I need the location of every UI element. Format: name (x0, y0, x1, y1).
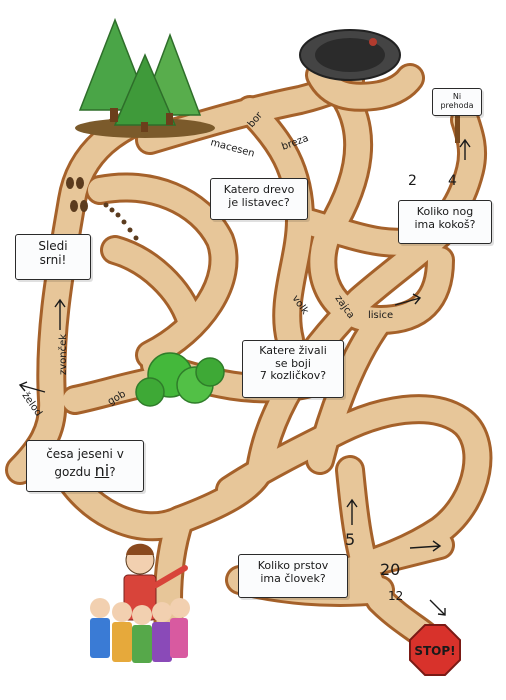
maze-paths (5, 60, 493, 655)
sign-hen-legs: Koliko nog ima kokoš? (398, 200, 492, 244)
sign-autumn-line1: česa jeseni v (46, 447, 124, 461)
label-lisice: lisice (368, 310, 393, 321)
forest-trees-icon (75, 17, 215, 138)
label-num-12: 12 (388, 589, 403, 603)
sign-tree-question: Katero drevo je listavec? (210, 178, 308, 220)
sign-autumn-question: česa jeseni v gozdu ni? (26, 440, 144, 492)
cave-icon (299, 29, 401, 81)
sign-fingers-line1: Koliko prstov (257, 559, 329, 572)
label-zvoncek: zvonček (57, 334, 69, 375)
sign-tree-line2: je listavec? (228, 195, 290, 209)
sign-hen-line2: ima kokoš? (414, 217, 476, 231)
sign-goat-line1: Katere živali (259, 344, 327, 357)
no-crossing-post (455, 115, 460, 143)
sign-goat-question: Katere živali se boji 7 kozličkov? (242, 340, 344, 398)
sign-goat-line3: 7 kozličkov? (259, 369, 327, 383)
sign-no-crossing-line1: Ni (452, 92, 462, 101)
sign-autumn-ni: ni (94, 460, 110, 480)
stop-sign-icon: STOP! (409, 624, 461, 676)
bush-icon (135, 352, 225, 407)
sign-autumn-line2-a: gozdu (54, 464, 95, 479)
sign-autumn-line2-c: ? (109, 464, 116, 479)
stop-label: STOP! (414, 644, 455, 658)
sign-fingers-line2: ima človek? (260, 571, 326, 585)
label-num-2: 2 (408, 173, 417, 189)
sign-hen-line1: Koliko nog (416, 205, 474, 218)
deer-tracks-icon (66, 177, 139, 241)
sign-no-crossing: Ni prehoda (432, 88, 482, 116)
sign-no-crossing-line2: prehoda (440, 101, 474, 111)
direction-arrows (18, 138, 471, 616)
label-num-20: 20 (380, 560, 400, 579)
sign-tree-line1: Katero drevo (223, 183, 295, 196)
sign-fingers-question: Koliko prstov ima človek? (238, 554, 348, 598)
children-group-icon (90, 543, 190, 663)
label-num-4: 4 (448, 173, 457, 189)
label-num-5: 5 (345, 530, 355, 549)
sign-deer-line2: srni! (39, 252, 67, 267)
label-macesen: macesen (209, 137, 256, 159)
sign-deer-line1: Sledi (38, 239, 68, 253)
sign-autumn-line2: gozdu ni? (27, 460, 143, 480)
sign-deer-tracks: Sledi srni! (15, 234, 91, 280)
sign-goat-line2: se boji (275, 356, 311, 370)
